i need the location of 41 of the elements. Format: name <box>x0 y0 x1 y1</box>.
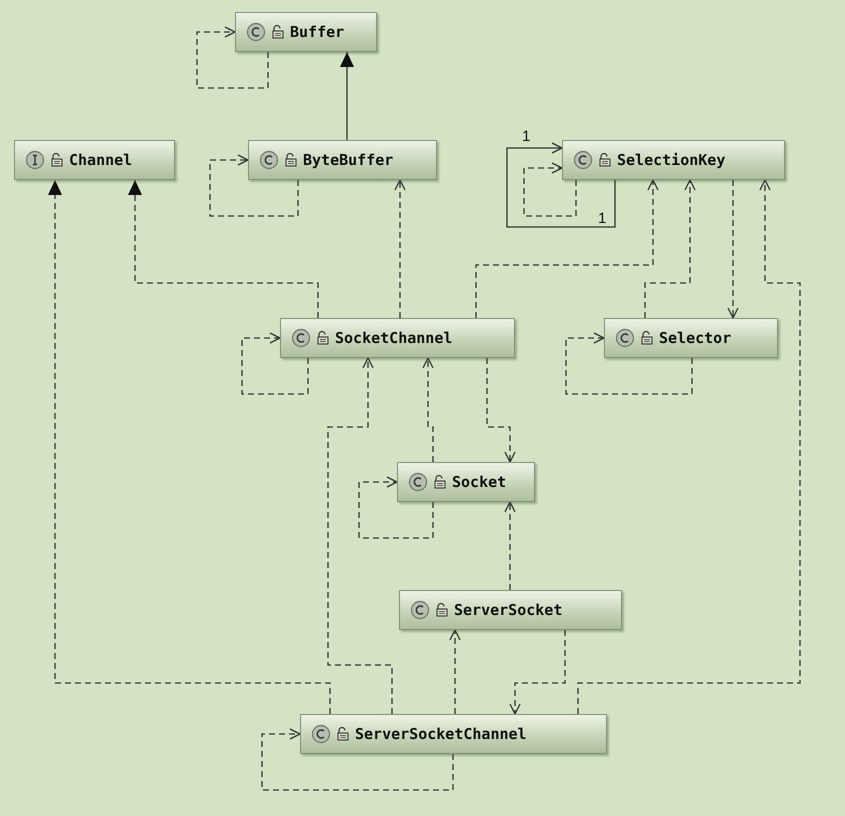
dependency-arrow <box>727 180 739 319</box>
dependency-arrow <box>241 332 309 395</box>
class-name: Buffer <box>290 23 344 41</box>
dependency-arrow <box>261 728 454 791</box>
class-name: Selector <box>659 329 732 347</box>
dependency-arrow <box>644 179 696 318</box>
dependency-arrow <box>128 180 319 318</box>
dependency-arrow <box>577 179 801 714</box>
class-box <box>280 318 515 358</box>
dependency-arrow <box>422 357 434 462</box>
class-name: SelectionKey <box>617 151 726 169</box>
multiplicity-label: 1 <box>598 210 606 227</box>
dependency-arrow <box>486 358 516 463</box>
dependency-arrow <box>509 630 566 715</box>
dependency-arrow <box>327 357 393 714</box>
class-box <box>248 140 437 180</box>
dependency-arrow <box>209 154 299 217</box>
dependency-arrow <box>565 332 693 395</box>
dependency-arrow <box>475 179 659 318</box>
dependency-arrow <box>449 629 461 714</box>
class-box <box>235 12 377 52</box>
class-name: Socket <box>452 473 506 491</box>
class-name: ServerSocketChannel <box>355 725 527 743</box>
class-name: ServerSocket <box>454 601 562 619</box>
class-box <box>604 318 778 358</box>
class-box <box>300 714 607 754</box>
dependency-arrow <box>196 26 269 89</box>
class-name: Channel <box>69 151 132 169</box>
dependency-arrow <box>504 501 516 590</box>
multiplicity-label: 1 <box>522 128 530 145</box>
association-arrow <box>340 52 354 140</box>
class-box <box>399 590 622 630</box>
class-box <box>397 462 535 502</box>
class-name: SocketChannel <box>335 329 452 347</box>
dependency-arrow <box>394 179 406 318</box>
class-box <box>562 140 785 180</box>
dependency-arrow <box>523 162 577 217</box>
class-box <box>14 140 175 180</box>
dependency-arrow <box>358 476 434 539</box>
dependency-arrow <box>48 180 331 714</box>
class-name: ByteBuffer <box>303 151 394 169</box>
